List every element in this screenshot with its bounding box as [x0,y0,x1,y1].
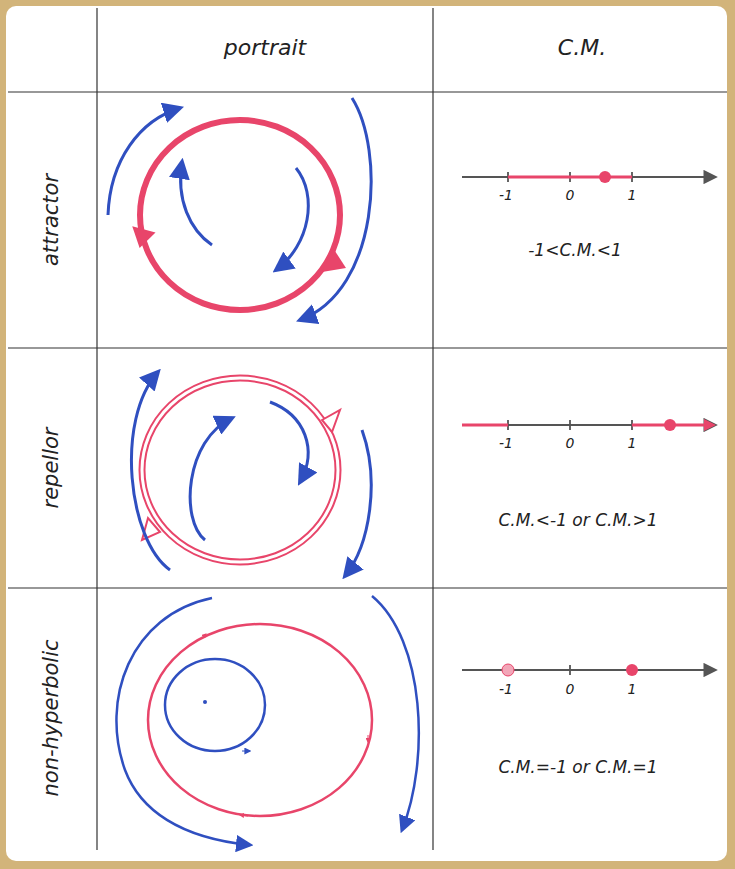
axis-tick-label: 0 [566,188,575,203]
condition-text: C.M.<-1 or C.M.>1 [498,511,657,530]
axis-tick-label: 0 [566,436,575,451]
axis-tick-label: 1 [628,682,637,697]
condition-text: -1<C.M.<1 [528,241,622,260]
axis-tick-label: 1 [628,436,637,451]
axis-tick-label: -1 [499,188,513,203]
axis-tick-label: 0 [566,682,575,697]
axis-tick-label: -1 [499,682,513,697]
column-header: portrait [224,36,306,60]
axis-tick-label: 1 [628,188,637,203]
condition-text: C.M.=-1 or C.M.=1 [498,758,657,777]
row-header: attractor [40,174,63,266]
column-header: C.M. [558,36,606,60]
axis-tick-label: -1 [499,436,513,451]
row-header: repellor [40,428,63,509]
row-header: non-hyperbolic [40,639,63,796]
